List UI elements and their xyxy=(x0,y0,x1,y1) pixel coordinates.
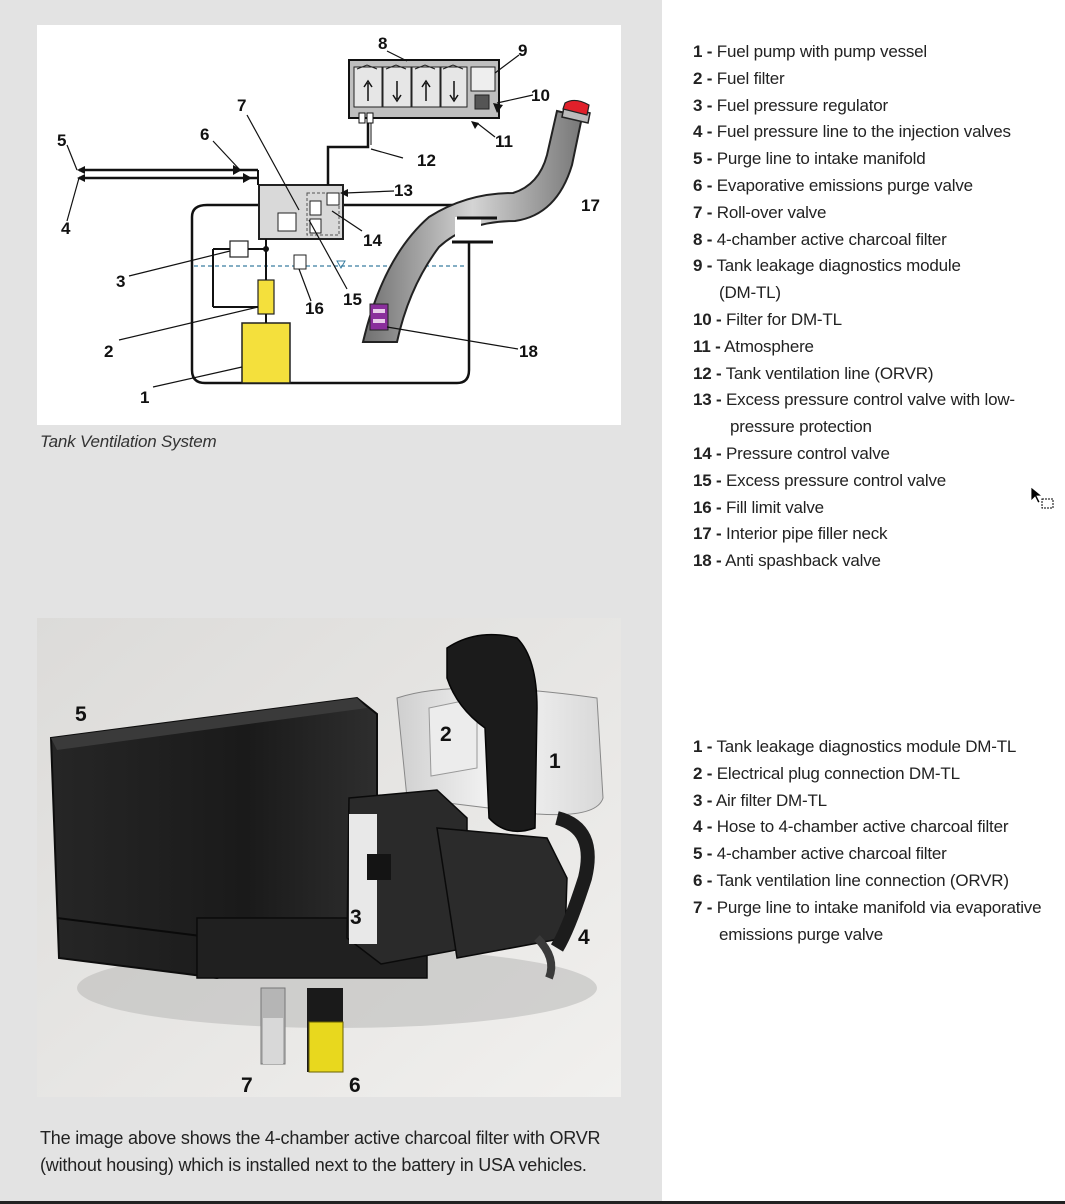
tank-ventilation-diagram: 1 2 3 4 5 6 7 8 9 10 11 12 13 14 15 16 1… xyxy=(37,25,621,425)
legend-item: 16 - Fill limit valve xyxy=(693,497,824,517)
callout-15: 15 xyxy=(343,290,362,309)
legend-item: 6 - Evaporative emissions purge valve xyxy=(693,175,973,195)
callout-13: 13 xyxy=(394,181,413,200)
mouse-cursor-icon xyxy=(1030,486,1054,509)
callout-16: 16 xyxy=(305,299,324,318)
legend-list-diagram: 1 - Fuel pump with pump vessel 2 - Fuel … xyxy=(693,39,1015,575)
callout-5: 5 xyxy=(57,131,66,150)
callout-10: 10 xyxy=(531,86,550,105)
legend-item: 11 - Atmosphere xyxy=(693,336,814,356)
legend-item: 15 - Excess pressure control valve xyxy=(693,470,947,490)
rubber-housing xyxy=(446,633,538,833)
figure-caption: Tank Ventilation System xyxy=(40,432,217,451)
callout-4: 4 xyxy=(61,219,71,238)
photo-callout-6: 6 xyxy=(349,1074,361,1097)
filler-cap xyxy=(562,99,590,116)
photo-callout-1: 1 xyxy=(549,750,561,773)
legend-item: 13 - Excess pressure control valve with … xyxy=(693,390,1015,437)
fuel-level-marker xyxy=(336,260,346,270)
legend-item: 7 - Purge line to intake manifold via ev… xyxy=(693,897,1042,944)
legend-item: 1 - Fuel pump with pump vessel xyxy=(693,42,928,61)
legend-item: 3 - Fuel pressure regulator xyxy=(693,95,888,115)
callout-11: 11 xyxy=(495,132,513,151)
charcoal-filter-photo: 1 2 3 4 5 6 7 xyxy=(37,618,621,1097)
regulator-shape xyxy=(229,240,249,258)
legend-item: 5 - Purge line to intake manifold xyxy=(693,149,926,169)
legend-item: 2 - Fuel filter xyxy=(693,68,785,88)
legend-item: 2 - Electrical plug connection DM-TL xyxy=(693,763,960,783)
legend-item: 14 - Pressure control valve xyxy=(693,443,890,463)
legend-item: 18 - Anti spashback valve xyxy=(693,551,881,571)
orvr-connector xyxy=(308,1021,344,1073)
fuel-filter-shape xyxy=(257,279,275,315)
callout-3: 3 xyxy=(116,272,125,291)
photo-callout-3: 3 xyxy=(350,906,362,929)
legend-item: 1 - Tank leakage diagnostics module DM-T… xyxy=(693,737,1017,756)
callout-8: 8 xyxy=(378,34,387,53)
legend-item: 6 - Tank ventilation line connection (OR… xyxy=(693,870,1009,890)
callout-9: 9 xyxy=(518,41,527,60)
legend-list-photo: 1 - Tank leakage diagnostics module DM-T… xyxy=(693,734,1042,948)
callout-18: 18 xyxy=(519,342,538,361)
fill-limit-valve-shape xyxy=(293,254,307,270)
legend-item: 4 - Fuel pressure line to the injection … xyxy=(693,122,1011,142)
legend-item: 8 - 4-chamber active charcoal filter xyxy=(693,229,947,249)
photo-callout-5: 5 xyxy=(75,703,87,726)
legend-item: 10 - Filter for DM-TL xyxy=(693,309,842,329)
callout-7: 7 xyxy=(237,96,246,115)
legend-item: 7 - Roll-over valve xyxy=(693,202,827,222)
callout-17: 17 xyxy=(581,196,600,215)
anti-splashback-valve xyxy=(369,303,389,331)
legend-item: 17 - Interior pipe filler neck xyxy=(693,524,888,544)
fuel-pump-shape xyxy=(241,322,291,384)
photo-callout-7: 7 xyxy=(241,1074,253,1097)
callout-1: 1 xyxy=(140,388,149,407)
photo-description: The image above shows the 4-chamber acti… xyxy=(40,1128,601,1175)
legend-item: 5 - 4-chamber active charcoal filter xyxy=(693,844,947,864)
legend-item: 4 - Hose to 4-chamber active charcoal fi… xyxy=(693,817,1009,837)
photo-callout-4: 4 xyxy=(578,926,590,949)
callout-12: 12 xyxy=(417,151,436,170)
callout-6: 6 xyxy=(200,125,209,144)
legend-item: 3 - Air filter DM-TL xyxy=(693,790,827,810)
legend-item: 9 - Tank leakage diagnostics module(DM-T… xyxy=(693,256,961,303)
legend-item: 12 - Tank ventilation line (ORVR) xyxy=(693,363,934,383)
callout-2: 2 xyxy=(104,342,113,361)
bottom-divider xyxy=(0,1201,1065,1204)
photo-callout-2: 2 xyxy=(440,723,452,746)
callout-14: 14 xyxy=(363,231,382,250)
